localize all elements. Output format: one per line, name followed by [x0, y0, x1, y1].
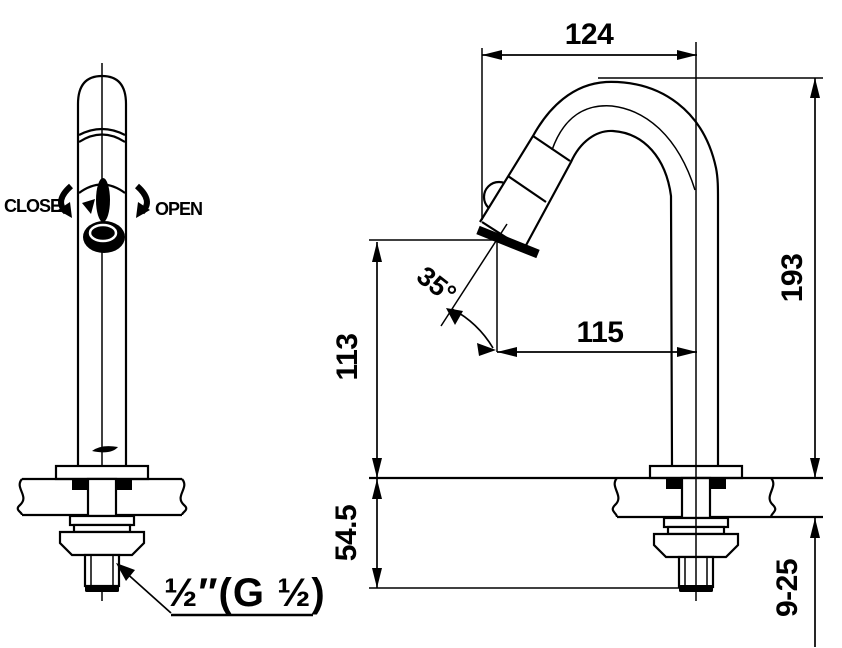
gooseneck-inner-edge — [523, 129, 674, 467]
arrowhead-top — [372, 479, 382, 499]
dimension-spout-reach-overall: 124 — [481, 18, 697, 220]
gooseneck-wall-line — [551, 105, 696, 191]
arrowhead-right — [677, 347, 697, 357]
handle-indicator-triangle — [82, 199, 95, 214]
dimensions: 124 193 113 35° — [330, 18, 823, 647]
open-label: OPEN — [155, 199, 202, 219]
arrowhead-left — [482, 50, 502, 60]
spout-ring-1 — [532, 135, 571, 162]
counter-break-left — [16, 478, 25, 516]
dim-label-113: 113 — [331, 334, 364, 381]
arrowhead-arc-start — [446, 308, 463, 325]
dim-label-124: 124 — [565, 18, 614, 51]
arrowhead-bottom — [810, 458, 820, 478]
spout-outlet-ring — [88, 223, 118, 243]
brand-mark — [92, 446, 118, 453]
dimension-reach-to-center: 115 — [497, 316, 697, 357]
handle-lever — [96, 178, 110, 222]
arrowhead-top — [810, 518, 820, 538]
thread-leader-line — [122, 569, 172, 614]
dim-label-9-25: 9-25 — [771, 559, 804, 617]
close-label: CLOSE — [4, 196, 62, 216]
dimension-under-deck: 54.5 — [330, 478, 682, 589]
arrowhead-bottom — [372, 568, 382, 588]
counter-break-right-side — [768, 477, 777, 518]
counter-break-left-side — [611, 477, 620, 518]
arrowhead-bottom — [372, 458, 382, 478]
body-seam-arc — [78, 133, 126, 143]
washer-front — [68, 514, 136, 527]
threaded-shank-front — [83, 553, 121, 588]
arrowhead-arc-end — [477, 343, 496, 356]
base-flange-front — [54, 464, 150, 481]
dim-label-35: 35° — [411, 261, 462, 310]
dimension-deck-thickness: 9-25 — [771, 518, 820, 647]
body-seam-arc2 — [78, 127, 126, 136]
front-view-faucet: CLOSE OPEN ½″(G ½) — [4, 63, 326, 617]
locknut-front — [58, 530, 146, 557]
arrowhead-left — [497, 347, 517, 357]
dim-label-115: 115 — [577, 316, 624, 349]
gooseneck-outer-edge — [479, 80, 720, 466]
arrowhead-right — [677, 50, 697, 60]
dim-label-193: 193 — [776, 254, 809, 303]
dimension-spout-angle: 35° — [411, 223, 508, 356]
thread-size-label: ½″(G ½) — [164, 571, 326, 615]
spout-ring-2 — [507, 175, 547, 203]
counter-break-right — [179, 478, 188, 516]
side-view-faucet — [476, 42, 823, 601]
dim-label-54-5: 54.5 — [330, 505, 363, 561]
pipe-through-counter-front — [86, 477, 118, 518]
shank-end-cap-front — [85, 585, 119, 592]
close-arrowhead-icon — [58, 202, 72, 218]
spout-mask — [480, 136, 570, 249]
aerator-cap — [476, 225, 540, 259]
open-arrowhead-icon — [136, 202, 150, 218]
arrowhead-top — [372, 242, 382, 262]
thread-leader-arrowhead — [116, 563, 135, 581]
dimension-overall-height: 193 — [598, 77, 823, 478]
arrowhead-top — [810, 78, 820, 98]
dimension-outlet-height: 113 — [331, 239, 497, 478]
